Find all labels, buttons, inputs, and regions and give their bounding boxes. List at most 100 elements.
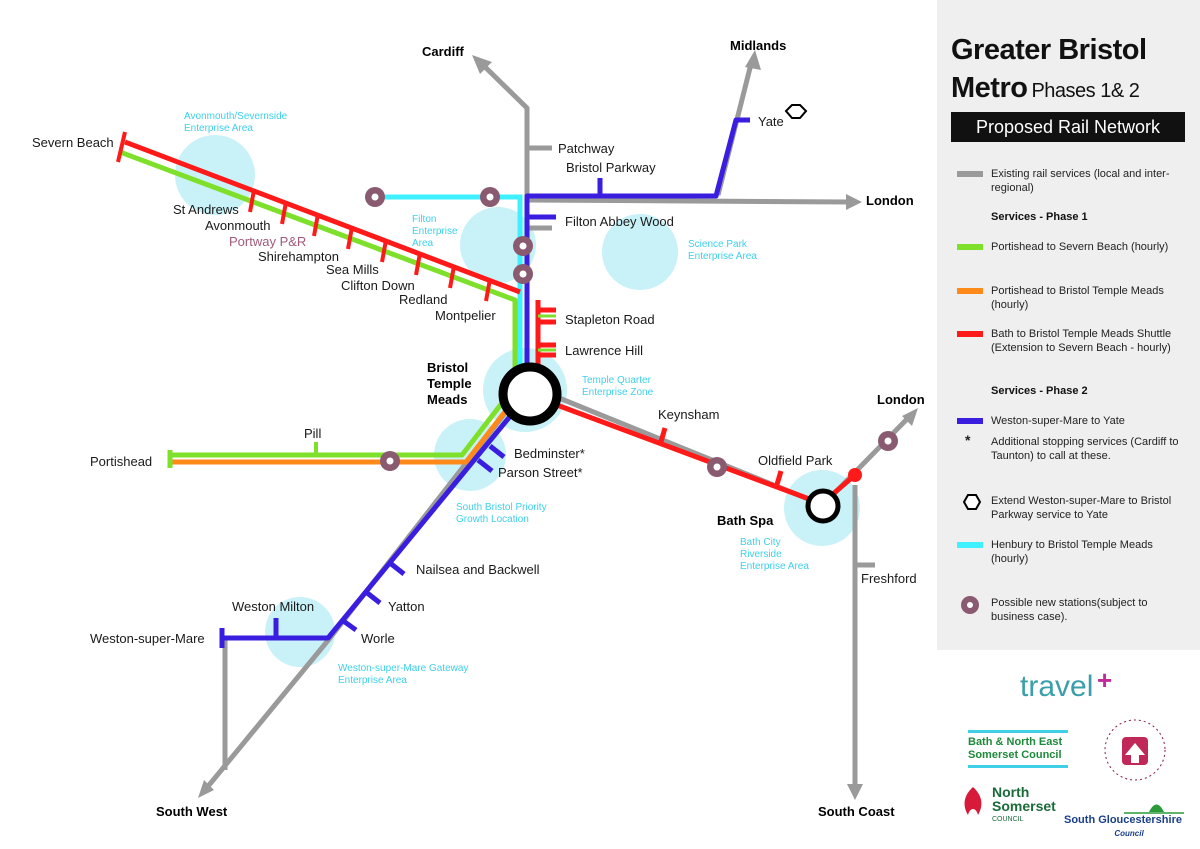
portishead-line <box>167 388 520 468</box>
station-bath-spa: Bath Spa <box>717 513 774 528</box>
zone-label-weston-2: Enterprise Area <box>338 675 407 686</box>
swatch-grey <box>957 171 983 177</box>
station-patchway: Patchway <box>558 141 615 156</box>
zone-science-park <box>602 214 678 290</box>
bristol-crest-icon <box>1104 719 1166 781</box>
new-station-north-filton <box>480 187 500 207</box>
arrow-cardiff <box>472 55 492 74</box>
station-avonmouth: Avonmouth <box>205 218 271 233</box>
station-freshford: Freshford <box>861 571 917 586</box>
south-glos-tree-icon <box>1124 804 1184 814</box>
zone-label-weston-1: Weston-super-Mare Gateway <box>338 663 468 674</box>
zone-label-bath-2: Riverside <box>740 549 782 560</box>
station-keynsham: Keynsham <box>658 407 719 422</box>
dest-midlands: Midlands <box>730 38 786 53</box>
north-somerset-flame-icon <box>964 787 982 815</box>
zone-label-filton-1: Filton <box>412 214 436 225</box>
yate-hexagon-icon <box>784 104 808 119</box>
new-station-horfield <box>513 236 533 256</box>
station-yatton: Yatton <box>388 599 425 614</box>
legend-portishead-temple: Portishead to Bristol Temple Meads (hour… <box>957 284 1182 312</box>
zone-label-science-1: Science Park <box>688 239 748 250</box>
red-severn-extension <box>124 139 521 295</box>
zone-label-filton-2: Enterprise <box>412 226 458 237</box>
new-station-henbury <box>365 187 385 207</box>
temple-meads-hub <box>498 362 562 426</box>
station-weston-milton: Weston Milton <box>232 599 314 614</box>
new-stations <box>365 187 898 477</box>
station-bedminster: Bedminster* <box>514 446 585 461</box>
station-montpelier: Montpelier <box>435 308 496 323</box>
existing-rail <box>203 59 910 792</box>
legend-weston-yate: Weston-super-Mare to Yate <box>957 414 1182 428</box>
station-worle: Worle <box>361 631 395 646</box>
zone-label-temple-1: Temple Quarter <box>582 375 652 386</box>
weston-yate-line <box>219 117 750 648</box>
north-somerset-logo: North Somerset COUNCIL <box>958 785 1056 827</box>
station-clifton-down: Clifton Down <box>341 278 415 293</box>
swatch-green <box>957 244 983 250</box>
station-portway: Portway P&R <box>229 234 306 249</box>
south-gloucestershire-logo: South Gloucestershire Council <box>1064 800 1194 840</box>
dest-london-east: London <box>866 193 914 208</box>
travel-plus-icon: + <box>1097 665 1113 695</box>
severn-ticks <box>116 131 492 302</box>
bath-spa-hub <box>805 488 841 524</box>
zone-label-avonmouth-2: Enterprise Area <box>184 123 253 134</box>
legend-new-stations: Possible new stations(subject to busines… <box>957 596 1182 624</box>
arrowheads <box>198 50 918 800</box>
station-nailsea: Nailsea and Backwell <box>416 562 540 577</box>
station-parson-street: Parson Street* <box>498 465 583 480</box>
new-station-icon <box>961 596 979 614</box>
legend-phase2-head: Services - Phase 2 <box>991 385 1088 397</box>
dest-south-west: South West <box>156 804 228 819</box>
subtitle-bar: Proposed Rail Network <box>951 112 1185 142</box>
station-severn-beach: Severn Beach <box>32 135 114 150</box>
station-filton-abbey-wood: Filton Abbey Wood <box>565 214 674 229</box>
bristol-city-council-logo <box>1100 715 1170 790</box>
station-temple-meads-3: Meads <box>427 392 467 407</box>
station-temple-meads-2: Temple <box>427 376 472 391</box>
station-yate: Yate <box>758 114 784 129</box>
swatch-orange <box>957 288 983 294</box>
legend-phase1-head: Services - Phase 1 <box>991 211 1088 223</box>
travel-plus-logo: travel <box>1020 670 1094 703</box>
henbury-line <box>375 194 523 380</box>
title-line1: Greater Bristol <box>951 34 1147 66</box>
title-phases: Phases 1& 2 <box>1031 80 1140 102</box>
station-lawrence-hill: Lawrence Hill <box>565 343 643 358</box>
zone-label-south-bristol-1: South Bristol Priority <box>456 502 547 513</box>
green-ticks <box>538 314 556 352</box>
swatch-cyan <box>957 542 983 548</box>
zone-label-filton-3: Area <box>412 238 434 249</box>
new-station-ashley-hill <box>513 264 533 284</box>
line-to-london-east <box>526 197 851 205</box>
arrow-london-east <box>846 194 862 210</box>
arrow-south-west <box>198 780 214 798</box>
new-station-bathampton <box>878 431 898 451</box>
legend-additional: * Additional stopping services (Cardiff … <box>965 432 1179 462</box>
station-st-andrews: St Andrews <box>173 202 239 217</box>
zone-label-bath-1: Bath City <box>740 537 781 548</box>
arrow-midlands <box>745 50 761 70</box>
legend-bath-shuttle: Bath to Bristol Temple Meads Shuttle (Ex… <box>957 327 1182 355</box>
station-oldfield-park: Oldfield Park <box>758 453 833 468</box>
zone-label-avonmouth-1: Avonmouth/Severnside <box>184 111 288 122</box>
station-stapleton-road: Stapleton Road <box>565 312 655 327</box>
swatch-blue <box>957 418 983 424</box>
zone-filton <box>460 207 536 283</box>
arrow-south-coast <box>847 784 863 800</box>
station-weston-super-mare: Weston-super-Mare <box>90 631 205 646</box>
title-metro: Metro <box>951 72 1028 104</box>
red-junction-dot <box>848 468 862 482</box>
station-sea-mills: Sea Mills <box>326 262 379 277</box>
zone-label-bath-3: Enterprise Area <box>740 561 809 572</box>
station-bristol-parkway: Bristol Parkway <box>566 160 656 175</box>
legend-portishead-severn: Portishead to Severn Beach (hourly) <box>957 240 1182 254</box>
hexagon-icon <box>963 494 981 510</box>
station-temple-meads-1: Bristol <box>427 360 468 375</box>
station-portishead: Portishead <box>90 454 152 469</box>
station-pill: Pill <box>304 426 321 441</box>
